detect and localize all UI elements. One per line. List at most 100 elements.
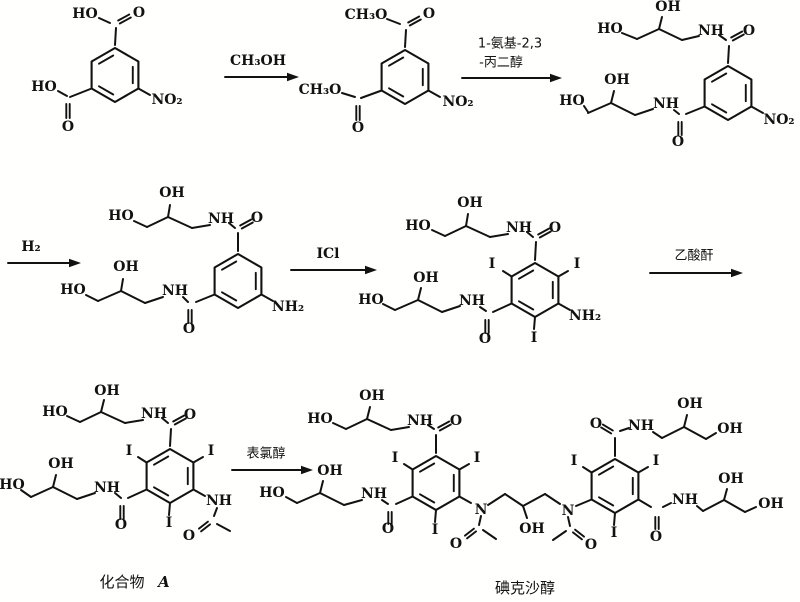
bond	[587, 102, 612, 114]
bond	[127, 488, 148, 499]
bond	[260, 293, 274, 302]
atom-label: NH	[208, 211, 234, 227]
aromatic-inner-bond	[419, 493, 436, 504]
bond	[169, 428, 172, 447]
bond	[366, 418, 392, 431]
atom-label: HO	[259, 485, 284, 501]
atom-label: N	[562, 503, 575, 519]
bond	[213, 507, 218, 517]
atom-label: NH₂	[569, 308, 601, 324]
bond	[661, 426, 685, 439]
atom-label: NH	[361, 486, 387, 502]
bond	[681, 35, 700, 41]
product-name-label: 碘克沙醇	[495, 579, 555, 597]
atom-label: I	[166, 515, 173, 531]
atom-label: OH	[519, 521, 544, 537]
atom-label: OH	[655, 0, 680, 15]
atom-label: O	[184, 407, 196, 423]
bond	[79, 411, 102, 423]
bond	[427, 424, 435, 430]
bond	[637, 498, 652, 508]
aromatic-inner-bond	[419, 462, 436, 473]
atom-label: NO₂	[442, 94, 473, 110]
atom-label: O	[650, 529, 662, 545]
atom-label: NH	[672, 492, 698, 508]
aromatic-inner-bond	[518, 300, 535, 311]
reagent-label: -丙二醇	[479, 55, 523, 71]
atom-label: I	[571, 453, 578, 469]
bond	[662, 502, 672, 508]
bond	[182, 296, 189, 303]
double-bond	[198, 520, 209, 530]
atom-label: O	[133, 5, 145, 21]
atom-label: CH₃O	[299, 82, 342, 98]
double-bond	[239, 218, 253, 227]
bond	[522, 493, 546, 507]
bond	[114, 492, 122, 499]
bond	[341, 92, 356, 98]
atom-label: OH	[359, 388, 384, 404]
aromatic-inner-bond	[153, 486, 170, 497]
benzene-ring	[380, 48, 430, 106]
atom-label: O	[183, 321, 195, 337]
bond	[20, 489, 32, 498]
bond	[583, 105, 589, 113]
bond	[557, 270, 569, 278]
bond	[366, 406, 371, 420]
bond	[619, 427, 630, 432]
reagent-label: 1-氨基-2,3	[478, 37, 542, 52]
atom-label: HO	[42, 404, 67, 420]
bond	[492, 302, 513, 313]
bond	[727, 45, 730, 64]
bond	[482, 529, 497, 540]
bond	[718, 34, 727, 41]
atom-label: I	[208, 443, 215, 459]
bond	[744, 506, 757, 513]
double-bond	[200, 523, 211, 533]
atom-label: O	[743, 23, 755, 39]
bond	[124, 419, 144, 424]
reaction-arrowhead	[365, 265, 377, 275]
atom-label: HO	[307, 411, 332, 427]
double-bond	[731, 33, 745, 42]
atom-label: I	[611, 525, 618, 541]
double-bond	[574, 528, 585, 538]
double-bond	[117, 13, 131, 22]
atom-label: OH	[94, 383, 119, 399]
double-bond	[464, 527, 475, 537]
bond	[144, 296, 164, 304]
bond	[100, 399, 105, 413]
atom-label: HO	[31, 79, 56, 95]
bond	[216, 523, 231, 532]
atom-label: O	[450, 413, 462, 429]
atom-label: OH	[457, 195, 482, 211]
bond	[431, 229, 446, 237]
bond	[192, 488, 206, 497]
atom-label: O	[590, 416, 602, 432]
benzene-ring	[703, 64, 753, 122]
bond	[458, 495, 472, 504]
atom-label: NH₂	[272, 299, 304, 315]
bond	[702, 499, 725, 512]
atom-label: OH	[717, 421, 742, 437]
bond	[319, 492, 345, 506]
atom-label: O	[183, 528, 195, 544]
atom-label: HO	[597, 21, 622, 37]
reaction-arrowhead	[69, 258, 81, 268]
bond	[345, 418, 368, 430]
bond	[133, 220, 148, 228]
bond	[552, 530, 567, 541]
bond	[658, 16, 663, 30]
atom-label: HO	[559, 93, 584, 109]
benzene-ring	[411, 454, 461, 512]
atom-label: NH	[162, 283, 188, 299]
bond	[285, 496, 298, 504]
bond	[57, 90, 68, 97]
benzene-ring	[145, 447, 195, 505]
atom-label: O	[479, 331, 491, 347]
bond	[544, 493, 561, 505]
atom-label: OH	[413, 270, 438, 286]
double-bond	[173, 417, 187, 426]
bond	[417, 287, 422, 301]
bond	[97, 290, 122, 302]
